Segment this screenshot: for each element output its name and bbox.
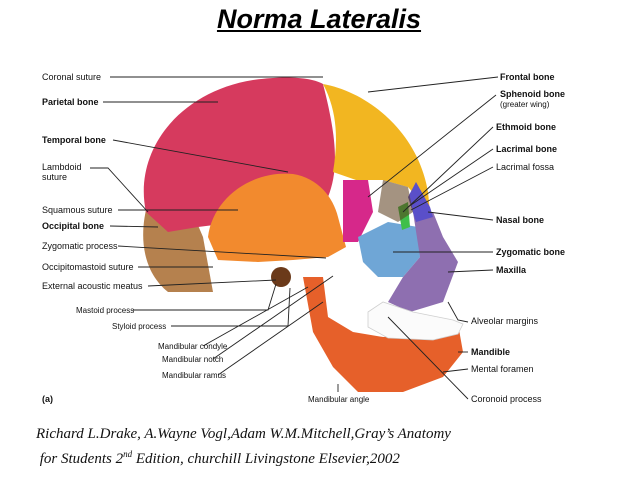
label-lacrimal-bone: Lacrimal bone — [496, 144, 557, 154]
label-external-acoustic-meatus: External acoustic meatus — [42, 281, 143, 291]
page-title: Norma Lateralis — [216, 4, 422, 34]
label-zygomatic-bone: Zygomatic bone — [496, 247, 565, 257]
label-sphenoid-sub: (greater wing) — [500, 100, 550, 109]
label-lacrimal-fossa: Lacrimal fossa — [496, 162, 554, 172]
label-occipital-bone: Occipital bone — [42, 221, 104, 231]
label-mandibular-notch: Mandibular notch — [162, 355, 223, 364]
label-mental-foramen: Mental foramen — [471, 364, 534, 374]
citation-line-2a: for Students 2 — [39, 451, 124, 467]
label-mastoid-process: Mastoid process — [76, 306, 134, 315]
nasal-bone-shape — [408, 182, 433, 222]
mandible-bone-shape — [303, 277, 463, 392]
citation-line-2: for Students 2nd Edition, churchill Livi… — [36, 444, 451, 469]
label-coronal-suture: Coronal suture — [42, 72, 101, 82]
skull-illustration — [143, 77, 464, 392]
acoustic-meatus-shape — [271, 267, 291, 287]
label-lambdoid-suture-2: suture — [42, 172, 67, 182]
citation-sup: nd — [123, 449, 133, 459]
sphenoid-bone-shape — [343, 180, 373, 242]
label-styloid-process: Styloid process — [112, 322, 166, 331]
label-ethmoid-bone: Ethmoid bone — [496, 122, 556, 132]
label-mandibular-angle: Mandibular angle — [308, 395, 370, 404]
zygomatic-bone-shape — [358, 222, 420, 277]
label-squamous-suture: Squamous suture — [42, 205, 113, 215]
skull-diagram: Coronal suture Parietal bone Temporal bo… — [42, 72, 565, 404]
label-alveolar-margins: Alveolar margins — [471, 316, 539, 326]
maxilla-bone-shape — [388, 212, 458, 312]
citation-line-1: Richard L.Drake, A.Wayne Vogl,Adam W.M.M… — [36, 426, 451, 442]
temporal-bone-shape — [208, 173, 346, 262]
label-mandibular-ramus: Mandibular ramus — [162, 371, 226, 380]
label-nasal-bone: Nasal bone — [496, 215, 544, 225]
label-mandible: Mandible — [471, 347, 510, 357]
label-maxilla: Maxilla — [496, 265, 527, 275]
orbit-shape — [378, 180, 413, 222]
figure-label: (a) — [42, 394, 53, 404]
frontal-bone-shape — [323, 84, 430, 212]
label-sphenoid-bone: Sphenoid bone — [500, 89, 565, 99]
label-lambdoid-suture-1: Lambdoid — [42, 162, 82, 172]
label-coronoid-process: Coronoid process — [471, 394, 542, 404]
label-zygomatic-process: Zygomatic process — [42, 241, 118, 251]
label-temporal-bone: Temporal bone — [42, 135, 106, 145]
label-occipitomastoid-suture: Occipitomastoid suture — [42, 262, 134, 272]
citation-line-2b: Edition, churchill Livingstone Elsevier,… — [132, 451, 400, 467]
leader-lines-left — [90, 76, 339, 392]
teeth-shape — [367, 301, 464, 341]
label-frontal-bone: Frontal bone — [500, 72, 555, 82]
citation: Richard L.Drake, A.Wayne Vogl,Adam W.M.M… — [36, 424, 451, 469]
label-parietal-bone: Parietal bone — [42, 97, 99, 107]
label-mandibular-condyle: Mandibular condyle — [158, 342, 228, 351]
leader-lines-right — [367, 76, 499, 400]
